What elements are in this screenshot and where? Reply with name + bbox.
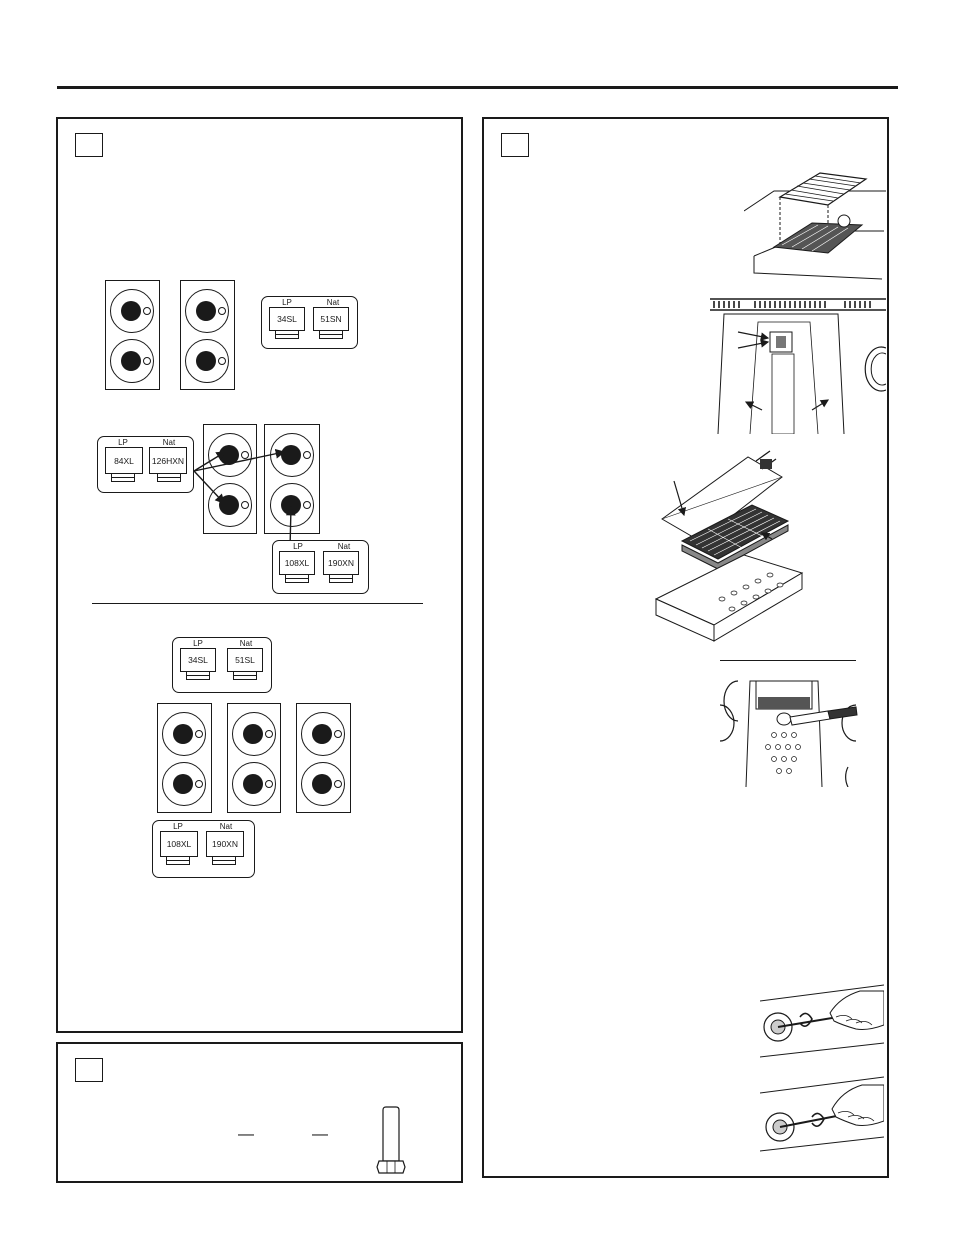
burner-grate-middle-right	[264, 424, 320, 534]
burner-grate-right	[180, 280, 235, 390]
nat-header: Nat	[239, 639, 253, 648]
orifice-chart-panel: LP Nat 34SL 51SN LP Nat 84XL 126HXN LP	[56, 117, 463, 1033]
lp-header: LP	[193, 639, 203, 648]
lp-orifice-label: 108XL	[279, 551, 315, 575]
lp-orifice-label: 34SL	[269, 307, 305, 331]
dash-mark: —	[312, 1126, 328, 1143]
burner-grate-middle-left	[203, 424, 257, 534]
nat-orifice-label: 51SL	[227, 648, 263, 672]
hand-cleaning-port-illustration	[760, 984, 884, 1058]
section-divider	[720, 660, 856, 662]
orifice-set-middle-right: LP Nat 108XL 190XN	[272, 540, 369, 594]
lp-header: LP	[282, 298, 292, 307]
nat-orifice-label: 190XN	[323, 551, 359, 575]
nat-header: Nat	[162, 438, 176, 447]
orifice-set-top: LP Nat 34SL 51SN	[261, 296, 358, 349]
griddle-assembly-illustration	[654, 450, 804, 642]
burner-grate-lower-2	[227, 703, 281, 813]
grill-grate-illustration	[744, 172, 886, 280]
burner-bowl-wrench-illustration	[719, 680, 858, 787]
lp-orifice-label: 34SL	[180, 648, 216, 672]
orifice-arrows	[193, 448, 296, 550]
nat-header: Nat	[337, 542, 351, 551]
step-number-box	[75, 133, 103, 157]
nat-header: Nat	[219, 822, 233, 831]
lp-header: LP	[293, 542, 303, 551]
lp-header: LP	[173, 822, 183, 831]
step-number-box	[75, 1058, 103, 1082]
orifice-set-middle-left: LP Nat 84XL 126HXN	[97, 436, 194, 493]
nat-orifice-label: 126HXN	[149, 447, 187, 474]
lp-orifice-label: 84XL	[105, 447, 143, 474]
hand-cleaning-port-illustration	[760, 1076, 884, 1152]
igniter-illustration	[710, 298, 886, 434]
nat-header: Nat	[326, 298, 340, 307]
lp-orifice-label: 108XL	[160, 831, 198, 857]
cleaning-instructions-panel	[482, 117, 889, 1178]
nat-orifice-label: 190XN	[206, 831, 244, 857]
orifice-set-lower-top: LP Nat 34SL 51SL	[172, 637, 272, 693]
section-divider	[92, 603, 423, 605]
orifice-fitting-panel: — —	[56, 1042, 463, 1183]
lp-header: LP	[118, 438, 128, 447]
dash-mark: —	[238, 1126, 254, 1143]
burner-grate-left	[105, 280, 160, 390]
nat-orifice-label: 51SN	[313, 307, 349, 331]
step-number-box	[501, 133, 529, 157]
burner-grate-lower-1	[157, 703, 212, 813]
header-rule	[57, 86, 898, 89]
orifice-fitting-icon	[376, 1106, 406, 1174]
burner-grate-lower-3	[296, 703, 351, 813]
orifice-set-lower-bottom: LP Nat 108XL 190XN	[152, 820, 255, 878]
